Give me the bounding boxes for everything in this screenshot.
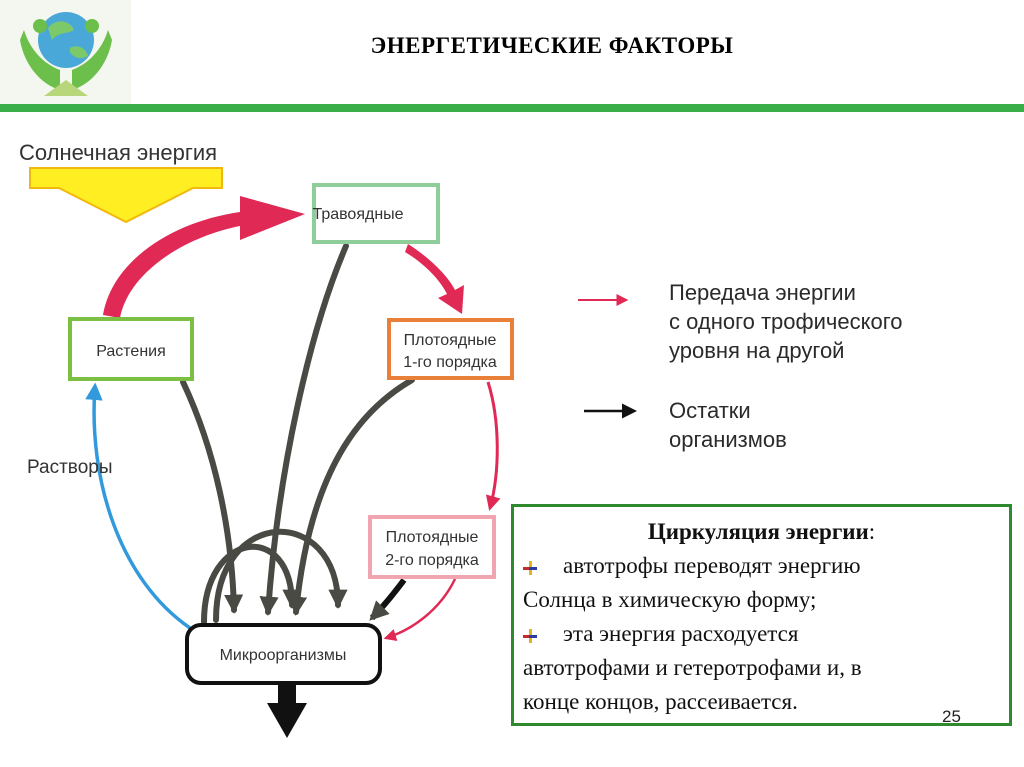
page-number: 25	[942, 707, 961, 726]
sun-energy-arrow	[29, 167, 223, 224]
node-herbivores-label: Травоядные	[312, 206, 403, 223]
header-divider	[0, 104, 1024, 112]
microorganisms-loop-right-arrow	[213, 528, 348, 623]
node-carnivores2-label1: Плотоядные	[386, 529, 479, 546]
node-plants: Растения	[68, 317, 194, 381]
info-line3: эта энергия расходуется	[563, 621, 799, 646]
plants-to-herbivores-arrow	[103, 196, 305, 318]
legend-red-line1: Передача энергии	[669, 280, 856, 305]
energy-flow-diagram: Солнечная энергия Растворы Растения Трав…	[19, 140, 637, 738]
carnivores1-to-carnivores2-arrow	[485, 381, 501, 511]
legend-red-line2: с одного трофического	[669, 309, 903, 334]
node-carnivores1-label2: 1-го порядка	[403, 354, 497, 371]
legend-remains: Остатки организмов	[669, 396, 787, 454]
solutions-label: Растворы	[27, 457, 112, 478]
carnivores2-remains-arrow	[369, 578, 407, 621]
plants-remains-arrow	[180, 379, 244, 614]
sun-energy-label: Солнечная энергия	[19, 140, 217, 165]
legend-black-line1: Остатки	[669, 398, 751, 423]
node-plants-label: Растения	[96, 343, 166, 360]
info-title-text: Циркуляция энергии	[647, 519, 869, 544]
microorganisms-loop-left-arrow	[201, 543, 302, 625]
node-herbivores: Травоядные	[312, 183, 440, 244]
legend-black-line2: организмов	[669, 427, 787, 452]
info-line5: конце концов, рассеивается.	[523, 689, 798, 714]
info-bullet-2: эта энергия расходуется	[523, 621, 798, 647]
node-microorganisms-label: Микроорганизмы	[220, 647, 347, 664]
bullet-icon	[523, 628, 537, 643]
carnivores2-to-microorganisms-arrow	[383, 578, 457, 642]
carnivores1-remains-arrow	[287, 377, 415, 616]
info-bullet-1: автотрофы переводят энергию	[523, 553, 861, 579]
dissipation-arrow	[267, 684, 307, 738]
node-carnivores2: Плотоядные 2-го порядка	[368, 515, 496, 579]
node-microorganisms: Микроорганизмы	[185, 623, 382, 685]
legend-energy-transfer: Передача энергии с одного трофического у…	[669, 278, 903, 365]
node-carnivores1: Плотоядные 1-го порядка	[387, 318, 514, 380]
energy-circulation-box: Циркуляция энергии: автотрофы переводят …	[511, 504, 1012, 726]
info-title-colon: :	[868, 519, 876, 544]
info-line2: Солнца в химическую форму;	[523, 587, 817, 612]
legend-red-line3: уровня на другой	[669, 338, 845, 363]
info-title: Циркуляция энергии:	[514, 519, 1009, 545]
solutions-arrow	[85, 382, 191, 630]
node-carnivores1-label1: Плотоядные	[404, 332, 497, 349]
bullet-icon	[523, 560, 537, 575]
herbivores-to-carnivores1-arrow	[405, 244, 464, 314]
slide-title: ЭНЕРГЕТИЧЕСКИЕ ФАКТОРЫ	[370, 33, 734, 58]
logo	[0, 0, 131, 104]
info-line4: автотрофами и гетеротрофами и, в	[523, 655, 862, 680]
node-carnivores2-label2: 2-го порядка	[385, 552, 479, 569]
info-line1: автотрофы переводят энергию	[563, 553, 861, 578]
